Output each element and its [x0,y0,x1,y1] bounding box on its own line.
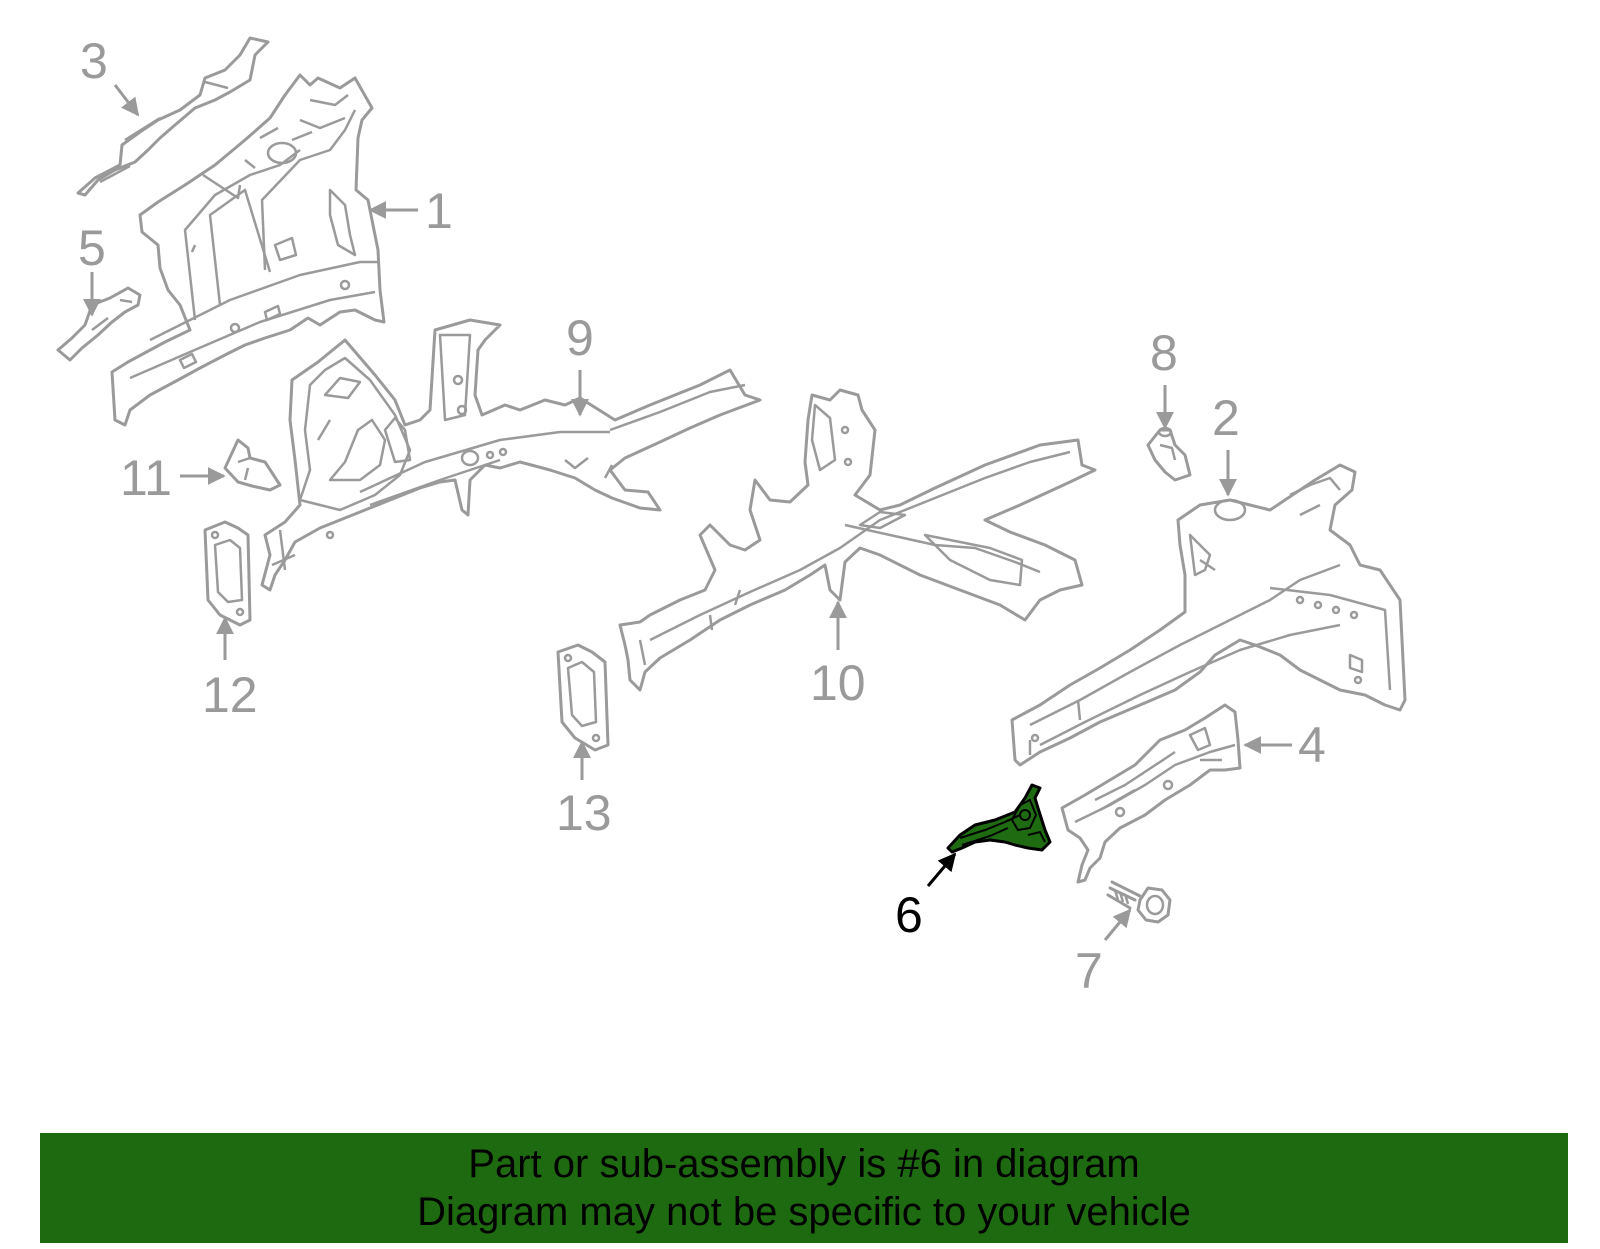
callout-12[interactable]: 12 [202,667,258,723]
part-8-stud [1146,426,1192,482]
callout-5[interactable]: 5 [78,220,106,276]
banner-line-part: Part or sub-assembly is #6 in diagram [468,1142,1140,1186]
part-1-apron-panel [110,73,386,427]
part-2-side-member [1010,463,1407,767]
part-11-clip [223,438,282,492]
part-7-bolt [1106,880,1172,924]
info-banner: Part or sub-assembly is #6 in diagram Di… [40,1133,1568,1243]
callout-2[interactable]: 2 [1212,390,1240,446]
callout-8[interactable]: 8 [1150,325,1178,381]
parts-diagram: 3 1 5 9 11 12 10 13 8 2 4 7 6 [56,33,1407,999]
callout-9[interactable]: 9 [566,310,594,366]
part-5-bracket [56,286,142,362]
callout-13[interactable]: 13 [556,785,612,841]
part-13-plate [556,643,610,752]
part-6-highlighted-bracket[interactable] [946,783,1052,854]
leader-lines [83,84,1292,941]
part-3-reinforcement [76,36,270,197]
part-10-side-member [618,388,1097,692]
part-12-plate [203,520,252,627]
callout-11[interactable]: 11 [120,450,172,506]
callout-3[interactable]: 3 [80,33,108,89]
callout-7[interactable]: 7 [1075,943,1103,999]
callout-numbers: 3 1 5 9 11 12 10 13 8 2 4 7 6 [78,33,1326,999]
callout-1[interactable]: 1 [425,183,453,239]
banner-line-disclaimer: Diagram may not be specific to your vehi… [417,1190,1191,1234]
callout-10[interactable]: 10 [810,655,866,711]
leader-6 [926,852,957,887]
part-9-side-member [260,318,762,592]
part-4-extension [1060,703,1242,884]
callout-4[interactable]: 4 [1298,717,1326,773]
callout-6[interactable]: 6 [895,887,923,943]
